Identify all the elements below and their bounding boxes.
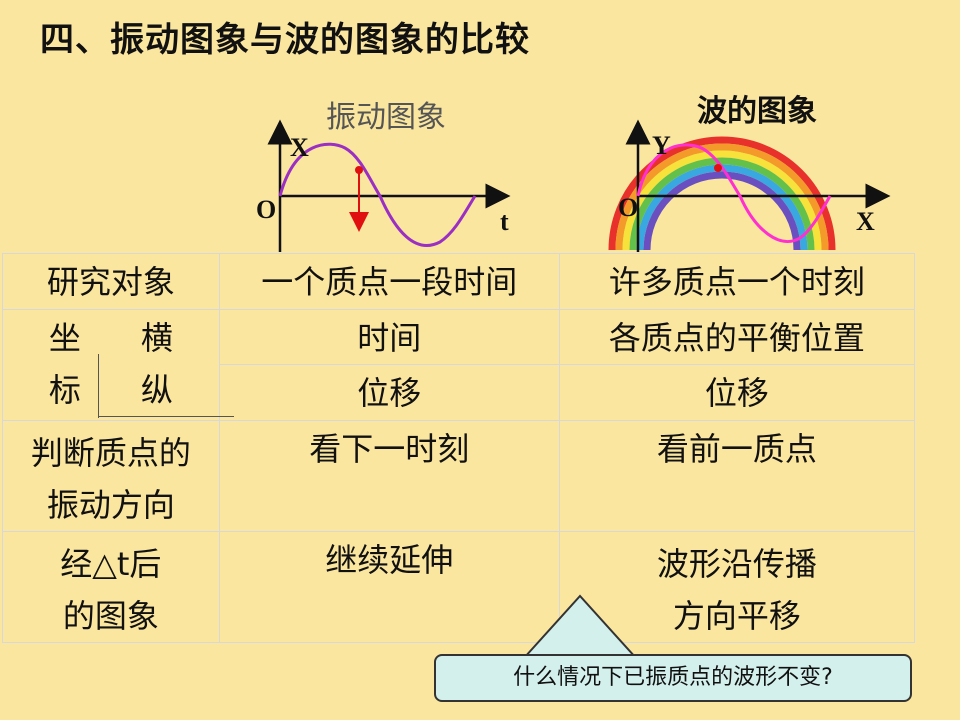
wave-graph-label: 波的图象 — [697, 94, 817, 129]
comparison-table: 研究对象 一个质点一段时间 许多质点一个时刻 坐横 标纵 时间 各质点的平衡位置… — [2, 253, 916, 643]
vibration-point — [355, 166, 363, 174]
cell-line: 振动方向 — [46, 486, 175, 524]
table-cell: 位移 — [558, 364, 916, 421]
table-row: 判断质点的 振动方向 看下一时刻 看前一质点 — [2, 420, 916, 532]
wave-curve — [636, 143, 832, 243]
vibration-axis-x-label: t — [500, 207, 509, 236]
wave-point — [714, 164, 722, 172]
table-cell: 研究对象 — [2, 253, 220, 310]
wave-graph: Y X O — [608, 119, 891, 252]
table-row: 研究对象 一个质点一段时间 许多质点一个时刻 — [2, 253, 916, 310]
axes-label-zuo: 坐 — [48, 319, 81, 357]
slide-title: 四、振动图象与波的图象的比较 — [40, 20, 530, 60]
vibration-axis-y-label: X — [290, 133, 309, 162]
table-cell: 一个质点一段时间 — [218, 253, 560, 310]
axes-divider-horizontal — [98, 416, 234, 417]
callout-bubble: 什么情况下已振质点的波形不变? — [434, 594, 914, 706]
axes-row-vertical: 标纵 — [3, 364, 219, 416]
table-cell: 经△t后 的图象 — [2, 531, 220, 643]
table-cell: 时间 — [218, 309, 560, 365]
table-cell: 各质点的平衡位置 — [558, 309, 916, 365]
axes-row-horizontal: 坐横 — [3, 312, 219, 364]
vibration-graph-label: 振动图象 — [326, 100, 446, 135]
cell-line: 经△t后 — [60, 545, 162, 583]
rainbow-decoration — [608, 136, 836, 251]
cell-line: 的图象 — [62, 597, 159, 635]
vibration-origin-label: O — [256, 195, 276, 224]
axes-label-zong: 纵 — [140, 371, 173, 409]
wave-axis-x-label: X — [856, 207, 875, 236]
callout-text: 什么情况下已振质点的波形不变? — [434, 654, 912, 702]
table-row: 经△t后 的图象 继续延伸 波形沿传播 方向平移 — [2, 531, 916, 643]
axes-label-biao: 标 — [48, 371, 81, 409]
table-cell: 波形沿传播 方向平移 — [558, 531, 916, 643]
table-cell: 许多质点一个时刻 — [558, 253, 916, 310]
axes-label-heng: 横 — [140, 319, 173, 357]
axes-header-cell: 坐横 标纵 — [2, 309, 234, 421]
wave-axis-y-label: Y — [652, 131, 671, 160]
table-row: 位移 位移 — [3, 364, 916, 421]
table-cell: 判断质点的 振动方向 — [2, 420, 220, 532]
cell-line: 判断质点的 — [30, 434, 191, 472]
cell-line: 波形沿传播 — [656, 545, 817, 583]
table-cell: 看前一质点 — [558, 420, 916, 532]
table-row: 坐横 标纵 时间 各质点的平衡位置 — [2, 309, 916, 421]
vibration-curve — [278, 142, 477, 247]
wave-origin-label: O — [618, 193, 638, 222]
vibration-graph: X t O — [256, 119, 511, 252]
table-cell: 位移 — [218, 364, 560, 421]
table-cell: 看下一时刻 — [218, 420, 560, 532]
cell-line: 方向平移 — [672, 597, 801, 635]
table-cell: 继续延伸 — [218, 531, 560, 643]
callout-pointer — [523, 594, 637, 659]
axes-divider-vertical — [98, 354, 99, 418]
